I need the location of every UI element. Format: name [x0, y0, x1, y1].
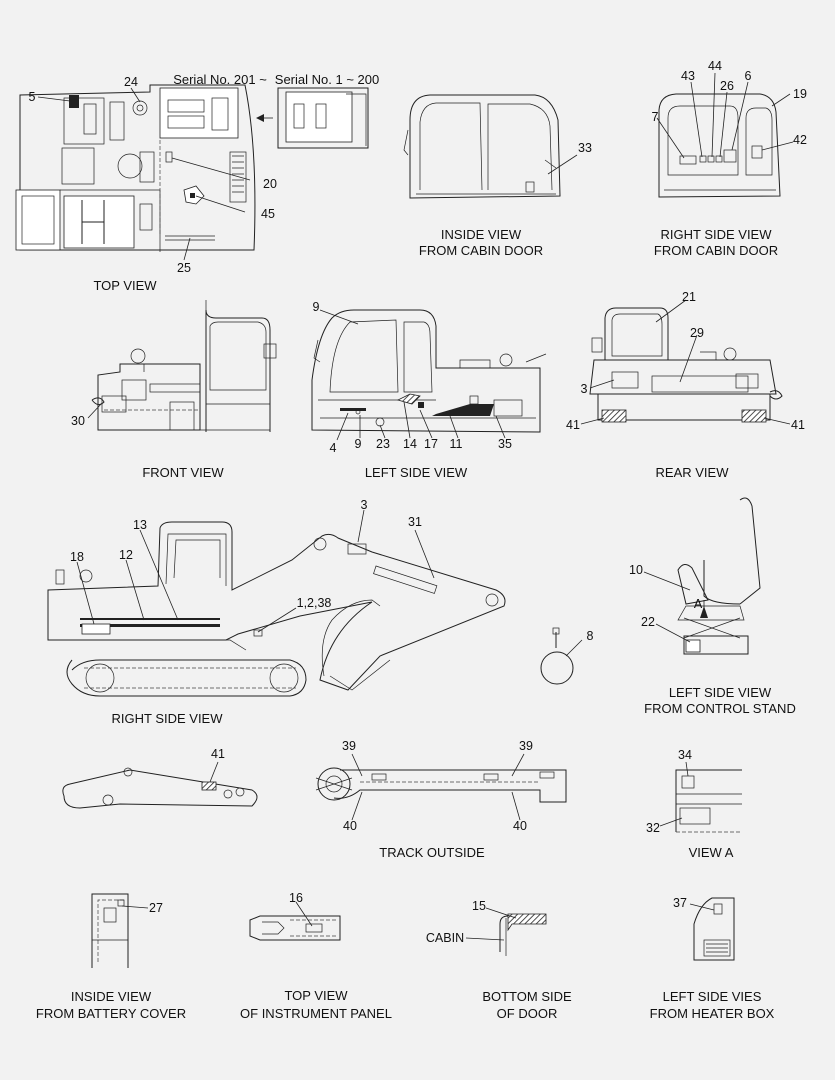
- callout-number: 13: [133, 518, 147, 532]
- callout-number: 7: [651, 110, 659, 124]
- callout-number: 6: [744, 69, 752, 83]
- instrument-panel-drawing: [249, 915, 341, 941]
- caption-front-view: FRONT VIEW: [142, 465, 224, 480]
- callout-number: 19: [793, 87, 807, 101]
- callout-number: 9: [354, 437, 362, 451]
- callout-number: 37: [673, 896, 687, 910]
- callout-number: 5: [28, 90, 36, 104]
- caption-top-view: TOP VIEW: [93, 278, 157, 293]
- caption-right-side-view: RIGHT SIDE VIEW: [111, 711, 223, 726]
- caption-instrument-panel-2: OF INSTRUMENT PANEL: [240, 1006, 392, 1021]
- callout-number: 9: [312, 300, 320, 314]
- callout-number: 11: [449, 437, 463, 451]
- callout-number: 3: [580, 382, 588, 396]
- callout-number: 20: [263, 177, 277, 191]
- callout-number: 24: [124, 75, 138, 89]
- cabin-label: CABIN: [425, 931, 465, 945]
- caption-heater-box-1: LEFT SIDE VIES: [662, 989, 762, 1004]
- callout-number: 16: [289, 891, 303, 905]
- callout-number: 3: [360, 498, 368, 512]
- callout-number: 17: [424, 437, 438, 451]
- caption-right-side-cabin-door-1: RIGHT SIDE VIEW: [660, 227, 772, 242]
- callout-number: 39: [519, 739, 533, 753]
- caption-door-bottom-2: OF DOOR: [496, 1006, 558, 1021]
- callout-number: 35: [498, 437, 512, 451]
- serial-old-inset: [256, 87, 369, 149]
- serial-old-label: Serial No. 1 ~ 200: [274, 72, 380, 87]
- callout-number: 31: [408, 515, 422, 529]
- caption-inside-cabin-door-2: FROM CABIN DOOR: [418, 243, 544, 258]
- callout-number: 42: [793, 133, 807, 147]
- caption-control-stand-1: LEFT SIDE VIEW: [668, 685, 772, 700]
- front-view-drawing: [91, 300, 277, 432]
- callout-number: 23: [376, 437, 390, 451]
- top-view-drawing: [15, 84, 256, 252]
- rear-view-drawing: [589, 307, 783, 423]
- serial-new-label: Serial No. 201 ~: [173, 72, 267, 87]
- callout-number: 41: [566, 418, 580, 432]
- caption-view-a: VIEW A: [688, 845, 734, 860]
- caption-control-stand-2: FROM CONTROL STAND: [644, 701, 796, 716]
- callout-number: 25: [177, 261, 191, 275]
- callout-number: 22: [641, 615, 655, 629]
- heater-box-drawing: [693, 897, 735, 961]
- arm-drawing: [62, 767, 258, 809]
- control-stand-drawing: [677, 497, 761, 655]
- callout-number: 32: [646, 821, 660, 835]
- callout-number: 4: [329, 441, 337, 455]
- callout-number: 45: [261, 207, 275, 221]
- right-side-cabin-door-drawing: [658, 93, 781, 198]
- callout-number: 34: [678, 748, 692, 762]
- caption-battery-cover-1: INSIDE VIEW: [70, 989, 152, 1004]
- callout-number: 44: [708, 59, 722, 73]
- callout-number: 39: [342, 739, 356, 753]
- inside-cabin-door-drawing: [403, 94, 561, 199]
- callout-number: 18: [70, 550, 84, 564]
- battery-cover-drawing: [91, 893, 129, 968]
- callout-number: 40: [513, 819, 527, 833]
- callout-number: 15: [472, 899, 486, 913]
- caption-rear-view: REAR VIEW: [655, 465, 729, 480]
- callout-number: 8: [586, 629, 594, 643]
- caption-right-side-cabin-door-2: FROM CABIN DOOR: [653, 243, 779, 258]
- track-outside-drawing: [315, 767, 567, 803]
- caption-battery-cover-2: FROM BATTERY COVER: [35, 1006, 187, 1021]
- callout-number: 10: [629, 563, 643, 577]
- hook-drawing: [540, 627, 574, 685]
- caption-track-outside: TRACK OUTSIDE: [379, 845, 485, 860]
- callout-number: 12: [119, 548, 133, 562]
- callout-number: 41: [791, 418, 805, 432]
- callout-number: 21: [682, 290, 696, 304]
- callout-number: 40: [343, 819, 357, 833]
- caption-door-bottom-1: BOTTOM SIDE: [482, 989, 572, 1004]
- callout-number: 30: [71, 414, 85, 428]
- caption-instrument-panel-1: TOP VIEW: [284, 988, 348, 1003]
- callout-number: 33: [578, 141, 592, 155]
- view-a-drawing: [675, 769, 742, 833]
- callout-number: 41: [211, 747, 225, 761]
- caption-heater-box-2: FROM HEATER BOX: [649, 1006, 775, 1021]
- caption-inside-cabin-door-1: INSIDE VIEW: [440, 227, 522, 242]
- callout-number: 26: [720, 79, 734, 93]
- callout-number: 43: [681, 69, 695, 83]
- callout-number: 14: [403, 437, 417, 451]
- caption-left-side-view: LEFT SIDE VIEW: [364, 465, 468, 480]
- callout-number: 27: [149, 901, 163, 915]
- left-side-view-drawing: [311, 309, 547, 433]
- door-bottom-drawing: [499, 913, 547, 956]
- right-side-view-drawing: [47, 521, 506, 697]
- detail-letter-a: A: [693, 597, 703, 611]
- callout-number: 1,2,38: [296, 596, 332, 610]
- callout-number: 29: [690, 326, 704, 340]
